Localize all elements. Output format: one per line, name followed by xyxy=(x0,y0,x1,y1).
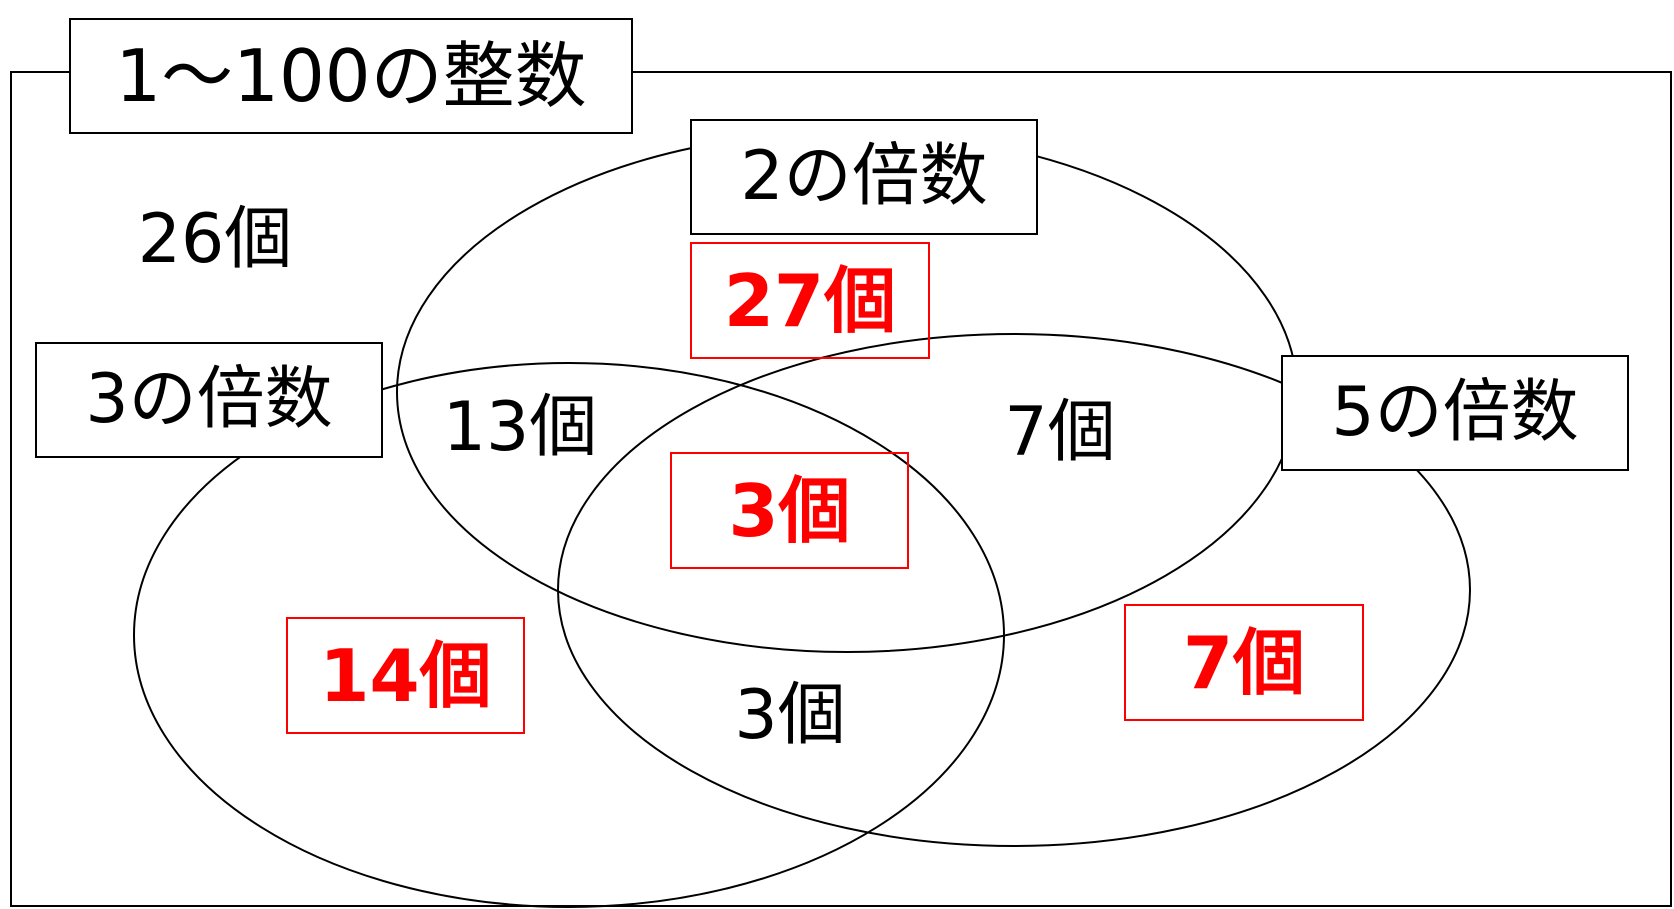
outside-count: 26個 xyxy=(137,200,293,279)
universe-label: 1〜100の整数 xyxy=(69,18,633,134)
region-only-3-count: 14個 xyxy=(286,617,525,734)
region-3-and-5-count: 3個 xyxy=(734,676,846,755)
set-5-label: 5の倍数 xyxy=(1281,355,1629,471)
region-only-5-count: 7個 xyxy=(1124,604,1364,721)
region-only-2-count: 27個 xyxy=(690,242,930,359)
set-2-label: 2の倍数 xyxy=(690,119,1038,235)
universe-rectangle xyxy=(10,71,1672,907)
region-all-three-count: 3個 xyxy=(670,452,909,569)
set-5-ellipse xyxy=(557,333,1471,847)
set-3-label: 3の倍数 xyxy=(35,342,383,458)
region-2-and-5-count: 7個 xyxy=(1004,393,1116,472)
set-3-ellipse xyxy=(133,362,1005,908)
region-2-and-3-count: 13個 xyxy=(442,388,598,467)
